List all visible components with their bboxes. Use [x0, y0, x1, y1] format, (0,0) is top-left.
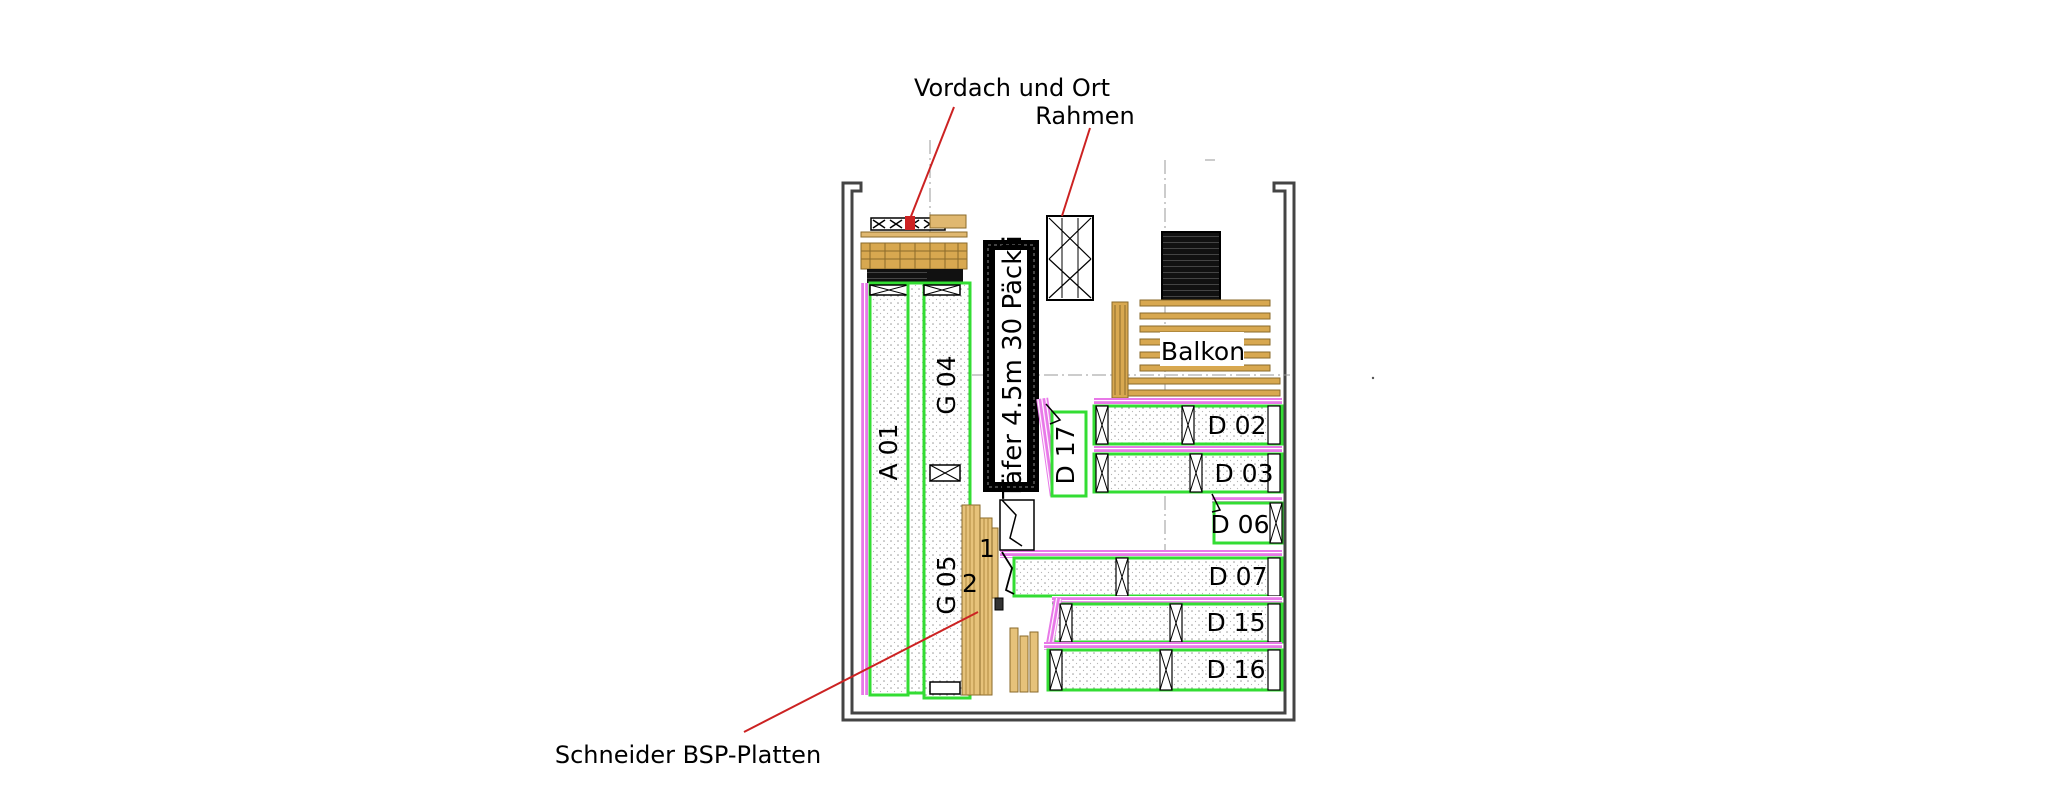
building-wall [841, 181, 1296, 722]
annotation-vordach: Vordach und Ort [914, 74, 1110, 102]
annotation-rahmen: Rahmen [1035, 102, 1134, 130]
panel-d17: D 17 [1036, 397, 1088, 498]
panel-d03: D 03 [1092, 446, 1284, 494]
rahmen-frame [1046, 215, 1094, 301]
balkon-label-bg [1160, 332, 1244, 366]
label-a01: A 01 [874, 424, 903, 481]
panel-d02: D 02 [1092, 398, 1284, 446]
label-g04: G 04 [932, 355, 961, 414]
label-d07: D 07 [1208, 562, 1267, 591]
panel-d16: D 16 [1044, 642, 1284, 692]
label-taefer: Täfer 4.5m 30 Päckli [998, 235, 1028, 499]
label-stack-2: 2 [962, 569, 978, 598]
label-d15: D 15 [1206, 608, 1265, 637]
black-block-right [1161, 231, 1221, 301]
taefer-stack: Täfer 4.5m 30 Päckli [983, 235, 1039, 500]
label-d17: D 17 [1051, 425, 1080, 484]
panel-d15: D 15 [1046, 596, 1284, 645]
label-d16: D 16 [1206, 655, 1265, 684]
leader-lines [743, 106, 1091, 733]
stray-dot [1371, 376, 1375, 380]
vordach-stack [860, 214, 968, 291]
bsp-stacks [961, 499, 1039, 696]
panel-a01: A 01 [860, 281, 926, 697]
label-g05: G 05 [932, 555, 961, 614]
label-d03: D 03 [1214, 459, 1273, 488]
panel-d07: D 07 [1000, 550, 1284, 598]
annotation-schneider: Schneider BSP-Platten [555, 741, 821, 769]
label-balkon: Balkon [1161, 337, 1245, 366]
label-d06: D 06 [1210, 510, 1269, 539]
label-stack-1: 1 [979, 534, 995, 563]
panel-d06: D 06 [1210, 493, 1284, 545]
label-d02: D 02 [1207, 411, 1266, 440]
